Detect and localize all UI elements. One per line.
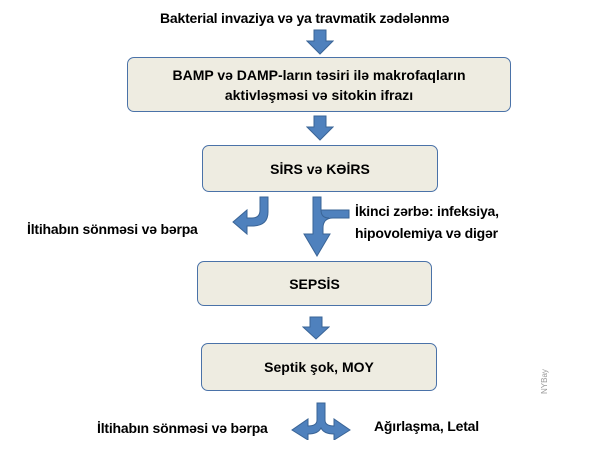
sirs-box: SİRS və KƏİRS — [202, 145, 438, 192]
split-arrow-icon — [291, 402, 351, 440]
resolution-label-1: İltihabın sönməsi və bərpa — [27, 221, 198, 237]
activation-line-1: BAMP və DAMP-ların təsiri ilə makrofaqla… — [172, 66, 466, 83]
down-arrow-icon — [306, 115, 334, 141]
resolution-label-2: İltihabın sönməsi və bərpa — [97, 420, 268, 436]
bent-down-arrow-icon — [303, 196, 350, 257]
septic-shock-box: Septik şok, MOY — [201, 343, 437, 391]
complication-label: Ağırlaşma, Letal — [374, 418, 479, 434]
top-label: Bakterial invaziya və ya travmatik zədəl… — [160, 10, 450, 26]
sirs-label: SİRS və KƏİRS — [270, 160, 370, 177]
down-arrow-icon — [302, 316, 330, 340]
septic-shock-label: Septik şok, MOY — [264, 359, 374, 375]
down-arrow-icon — [306, 29, 334, 55]
second-hit-line-2: hipovolemiya və digər — [355, 225, 498, 241]
second-hit-line-1: İkinci zərbə: infeksiya, — [355, 203, 499, 219]
sepsis-box: SEPSİS — [197, 261, 432, 306]
watermark: NYBay — [540, 369, 549, 394]
curved-left-arrow-icon — [232, 196, 269, 236]
sepsis-label: SEPSİS — [289, 275, 340, 292]
activation-line-2: aktivləşməsi və sitokin ifrazı — [224, 86, 414, 103]
activation-box: BAMP və DAMP-ların təsiri ilə makrofaqla… — [127, 57, 511, 112]
